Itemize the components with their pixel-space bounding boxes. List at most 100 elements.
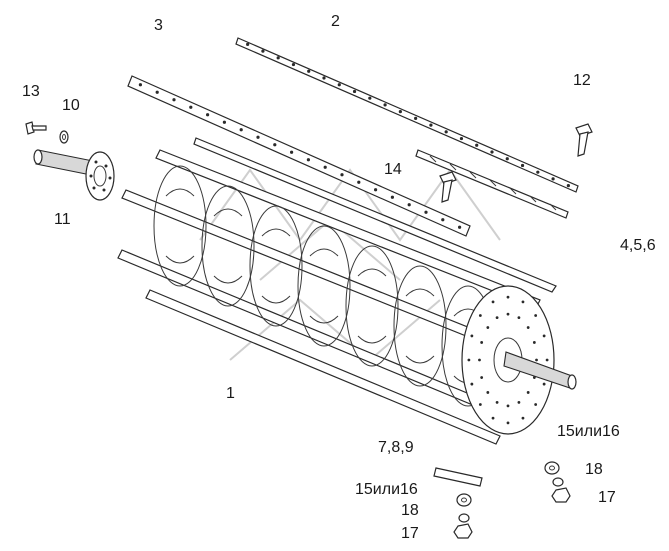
disc-hole <box>478 314 482 317</box>
disc-hole <box>506 312 510 316</box>
disc-hole <box>521 300 525 304</box>
strip-hole <box>424 210 428 214</box>
disc-hole <box>467 358 471 362</box>
disc-hole <box>491 416 495 420</box>
knife-strip <box>235 37 579 193</box>
disc-hole <box>532 341 536 344</box>
callout-18-right: 18 <box>585 461 603 478</box>
disc-hole <box>506 421 510 425</box>
strip-hole <box>291 62 296 67</box>
strip-hole <box>323 165 327 169</box>
callout-13: 13 <box>22 83 40 100</box>
disc-hole <box>526 391 530 394</box>
disc-hole <box>532 376 536 379</box>
strip-hole <box>414 116 418 120</box>
bolt-14 <box>439 171 457 203</box>
strip-hole <box>261 49 265 53</box>
clamp-plate <box>433 467 483 487</box>
callout-3: 3 <box>154 17 163 34</box>
callout-2: 2 <box>331 13 340 30</box>
strip-hole <box>566 184 570 188</box>
drum-disc <box>345 245 399 367</box>
strip-hole <box>256 135 260 139</box>
strip-hole <box>290 150 294 154</box>
strip-hole <box>337 83 341 87</box>
disc-hole <box>478 403 482 406</box>
disc-hole <box>486 326 490 329</box>
strip-hole <box>505 157 509 161</box>
disc-hole <box>545 358 549 362</box>
disc-hole <box>480 341 484 344</box>
strip-hole <box>475 143 479 147</box>
callout-18-bottom: 18 <box>401 502 419 519</box>
bolt-12 <box>575 123 593 157</box>
disc-hole <box>470 382 474 386</box>
disc-hole <box>534 314 538 317</box>
disc-hole <box>526 326 530 329</box>
strip-hole <box>155 90 159 94</box>
strip-hole <box>383 103 387 107</box>
disc-cutout <box>405 288 435 364</box>
disc-cutout <box>309 248 339 324</box>
callout-7-8-9: 7,8,9 <box>378 439 414 456</box>
strip-hole <box>276 56 280 60</box>
stub-shaft-11 <box>33 149 115 201</box>
strip-hole <box>459 136 464 141</box>
disc-cutout <box>261 228 291 304</box>
strip-hole <box>520 163 525 168</box>
washer-10 <box>59 130 69 144</box>
strip-hole <box>340 173 344 177</box>
drum-assembly <box>117 137 577 445</box>
disc-hole <box>495 316 499 320</box>
strip-hole <box>536 170 540 174</box>
bolt-13 <box>25 121 47 135</box>
disc-hole <box>480 376 484 379</box>
strip-hole <box>172 98 176 102</box>
callout-17-bottom: 17 <box>401 525 419 542</box>
callout-15-16-bottom: 15или16 <box>355 481 418 498</box>
drum-disc <box>201 185 255 307</box>
strip-hole <box>206 113 210 117</box>
disc-hole <box>495 400 499 404</box>
callout-10: 10 <box>62 97 80 114</box>
strip-hole <box>273 143 277 147</box>
strip-hole <box>444 130 448 134</box>
strip-hole <box>490 150 494 154</box>
strip-hole <box>368 96 372 100</box>
disc-hole <box>470 334 474 338</box>
strip-hole <box>138 83 142 87</box>
disc-hole <box>521 416 525 420</box>
strip-hole <box>551 177 555 181</box>
disc-hole <box>517 316 521 320</box>
disc-hole <box>486 391 490 394</box>
strip-hole <box>306 158 310 162</box>
strip-hole <box>429 123 433 127</box>
fastener-stack-right <box>544 461 571 503</box>
strip-hole <box>407 203 411 207</box>
short-strip <box>415 149 569 219</box>
disc-cutout <box>213 208 243 284</box>
drum-disc <box>393 265 447 387</box>
rail-strip <box>127 75 471 237</box>
strip-hole <box>441 218 445 222</box>
strip-hole <box>239 128 243 132</box>
disc-hole <box>491 300 495 304</box>
drum-disc <box>297 225 351 347</box>
drum-disc <box>249 205 303 327</box>
drum-disc <box>153 165 207 287</box>
callout-11: 11 <box>54 211 71 228</box>
strip-hole <box>458 225 462 229</box>
disc-hole <box>542 334 546 338</box>
strip-hole <box>246 42 250 46</box>
disc-hole <box>506 404 510 408</box>
disc-hole <box>542 382 546 386</box>
strip-hole <box>352 89 357 94</box>
fastener-stack-bottom <box>453 493 473 539</box>
callout-1: 1 <box>226 385 235 402</box>
disc-hole <box>506 295 510 299</box>
callout-15-16-right: 15или16 <box>557 423 620 440</box>
strip-hole <box>390 195 394 199</box>
strip-hole <box>189 105 193 109</box>
strip-hole <box>322 76 326 80</box>
